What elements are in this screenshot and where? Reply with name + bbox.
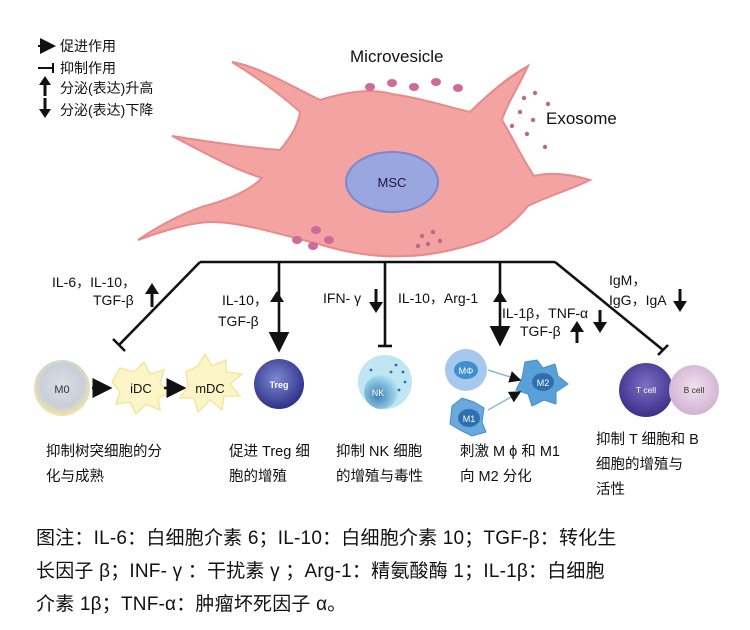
treg-label: Treg [269,380,288,390]
idc-cell: iDC [111,360,174,416]
effect-tb-line1: 抑制 T 细胞和 B [596,432,699,448]
m0-label: M0 [54,384,69,396]
mphi-label: MΦ [459,366,474,376]
m2-label: M2 [537,378,550,388]
up-arrow-icon [39,76,51,96]
nk-cytokines: IFN- γ [323,290,361,306]
effect-dc: 抑制树突细胞的分 化与成熟 [46,440,162,490]
mphi-to-m2-arrow-icon [487,369,522,383]
mac-up-arrow-icon-2 [570,321,584,343]
treg-up-arrow-icon [270,291,284,302]
b-cytokines-line1: IgM， [609,272,646,288]
effect-nk-line2: 的增殖与毒性 [336,469,423,485]
effect-treg-line2: 胞的增殖 [229,469,287,485]
caption-line3: 介素 1β；TNF-α：肿瘤坏死因子 α。 [36,594,347,615]
treg-cell: Treg [254,359,304,409]
b-cell: B cell [669,365,719,415]
macrophage-cluster: MΦ M2 M1 [445,349,569,437]
figure-caption: 图注：IL-6：白细胞介素 6；IL-10：白细胞介素 10；TGF-β：转化生… [36,522,726,621]
legend-down-label: 分泌(表达)下降 [60,102,153,118]
effect-macrophage: 刺激 M ϕ 和 M1 向 M2 分化 [460,440,560,490]
microvesicles-bottom [292,226,334,250]
msc-nucleus [345,151,439,213]
mac-cytokines-a: IL-10，Arg-1 [398,290,478,306]
effect-dc-line1: 抑制树突细胞的分 [46,444,162,460]
effect-treg-line1: 促进 Treg 细 [229,444,310,460]
msc-label: MSC [378,175,407,190]
microvesicle-label: Microvesicle [350,47,444,66]
caption-line1: 图注：IL-6：白细胞介素 6；IL-10：白细胞介素 10；TGF-β：转化生 [36,528,617,549]
effect-nk: 抑制 NK 细胞 的增殖与毒性 [336,440,423,490]
branch-lines [112,260,669,356]
effect-tb-line3: 活性 [596,482,625,498]
dc-up-arrow-icon [145,283,159,307]
m1-to-m2-arrow-icon [487,391,522,411]
idc-label: iDC [130,381,152,396]
m0-cell: M0 [34,360,90,416]
nk-label: NK [372,388,385,398]
m1-label: M1 [463,414,476,424]
microvesicles-top [365,78,463,92]
effect-tb-line2: 细胞的增殖与 [596,457,683,473]
mac-down-arrow-icon [593,310,607,333]
exosomes-bottom [415,229,443,249]
legend-up-label: 分泌(表达)升高 [60,80,153,96]
effect-t-b: 抑制 T 细胞和 B 细胞的增殖与 活性 [596,428,699,503]
mac-up-arrow-icon [493,291,507,302]
legend: 促进作用 抑制作用 分泌(表达)升高 分泌(表达)下降 [38,38,153,118]
treg-cytokines-line2: TGF-β [218,313,259,329]
effect-mac-line1: 刺激 M ϕ 和 M1 [460,444,560,460]
exosome-label: Exosome [546,109,617,128]
msc-cell: MSC [137,61,593,258]
mdc-cell: mDC [178,352,244,414]
b-cytokines-line2: IgG，IgA [609,292,667,308]
nk-cell: NK [358,355,412,409]
mphi-cell [454,361,478,379]
legend-inhibit-label: 抑制作用 [60,60,116,76]
effect-mac-line2: 向 M2 分化 [460,469,532,485]
down-arrow-icon [39,98,51,118]
effect-treg: 促进 Treg 细 胞的增殖 [229,440,310,490]
exosomes-right [509,90,551,150]
treg-cytokines-line1: IL-10， [222,292,268,308]
mac-cytokines-b: IL-1β，TNF-α [502,305,588,321]
b-cell-label: B cell [684,385,705,395]
t-cell: T cell [619,363,673,417]
t-cell-label: T cell [636,385,656,395]
caption-line2: 长因子 β；INF- γ ：干扰素 γ ；Arg-1：精氨酸酶 1；IL-1β：… [36,561,605,582]
inhibit-bar-icon [38,63,54,73]
mac-cytokines-c: TGF-β [520,323,561,339]
dc-cytokines-line1: IL-6，IL-10， [52,274,136,290]
b-down-arrow-icon [673,289,687,312]
dc-cytokines-line2: TGF-β [93,292,134,308]
legend-promote-label: 促进作用 [60,38,116,54]
effect-dc-line2: 化与成熟 [46,469,104,485]
nk-down-arrow-icon [369,289,383,313]
effect-nk-line1: 抑制 NK 细胞 [336,444,423,460]
mdc-label: mDC [195,381,225,396]
